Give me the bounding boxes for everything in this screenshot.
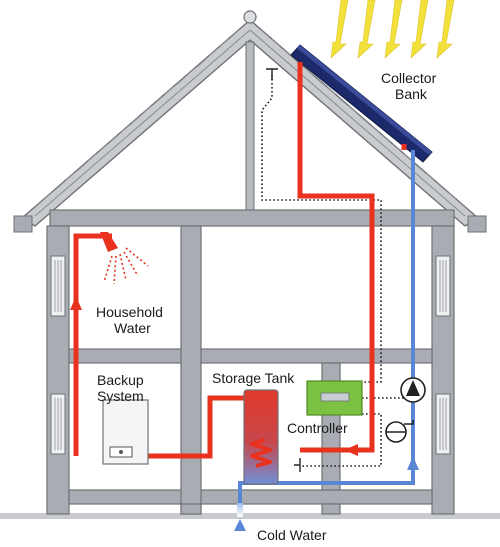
controller-unit bbox=[306, 380, 363, 416]
cold-water-inlet-icon bbox=[234, 503, 246, 531]
storage-tank-label: Storage Tank bbox=[212, 370, 295, 386]
left-window-lower bbox=[50, 393, 66, 455]
flow-arrow-up bbox=[70, 296, 82, 310]
backup-system-label: Backup System bbox=[97, 372, 144, 404]
right-window-lower bbox=[435, 393, 451, 455]
roof bbox=[13, 10, 487, 233]
household-water-label: Household Water bbox=[96, 304, 163, 336]
tank-sensor-icon bbox=[294, 458, 301, 472]
household-water-label-line1: Household bbox=[96, 304, 163, 320]
sun-rays-icon bbox=[330, 0, 455, 59]
shower-head-icon bbox=[100, 232, 149, 285]
expansion-vessel-icon bbox=[385, 420, 414, 443]
temperature-sensor-icon bbox=[266, 68, 278, 80]
collector-bank-label-line2: Bank bbox=[395, 86, 427, 102]
right-window-upper bbox=[435, 255, 451, 317]
cold-flow-arrow-up bbox=[407, 456, 419, 470]
pump-icon bbox=[400, 377, 426, 403]
cold-water-label: Cold Water bbox=[257, 527, 327, 543]
controller-label: Controller bbox=[287, 420, 348, 436]
household-water-label-line2: Water bbox=[114, 320, 151, 336]
collector-bank-label-line1: Collector bbox=[381, 70, 437, 86]
backup-system-unit bbox=[102, 399, 149, 465]
storage-tank bbox=[243, 389, 279, 485]
flow-arrow-left bbox=[344, 444, 358, 456]
left-window-upper bbox=[50, 255, 66, 317]
collector-bank bbox=[290, 44, 433, 163]
backup-system-label-line1: Backup bbox=[97, 372, 144, 388]
collector-bank-label: Collector Bank bbox=[381, 70, 436, 102]
backup-system-label-line2: System bbox=[97, 388, 144, 404]
ground-line bbox=[0, 513, 500, 519]
